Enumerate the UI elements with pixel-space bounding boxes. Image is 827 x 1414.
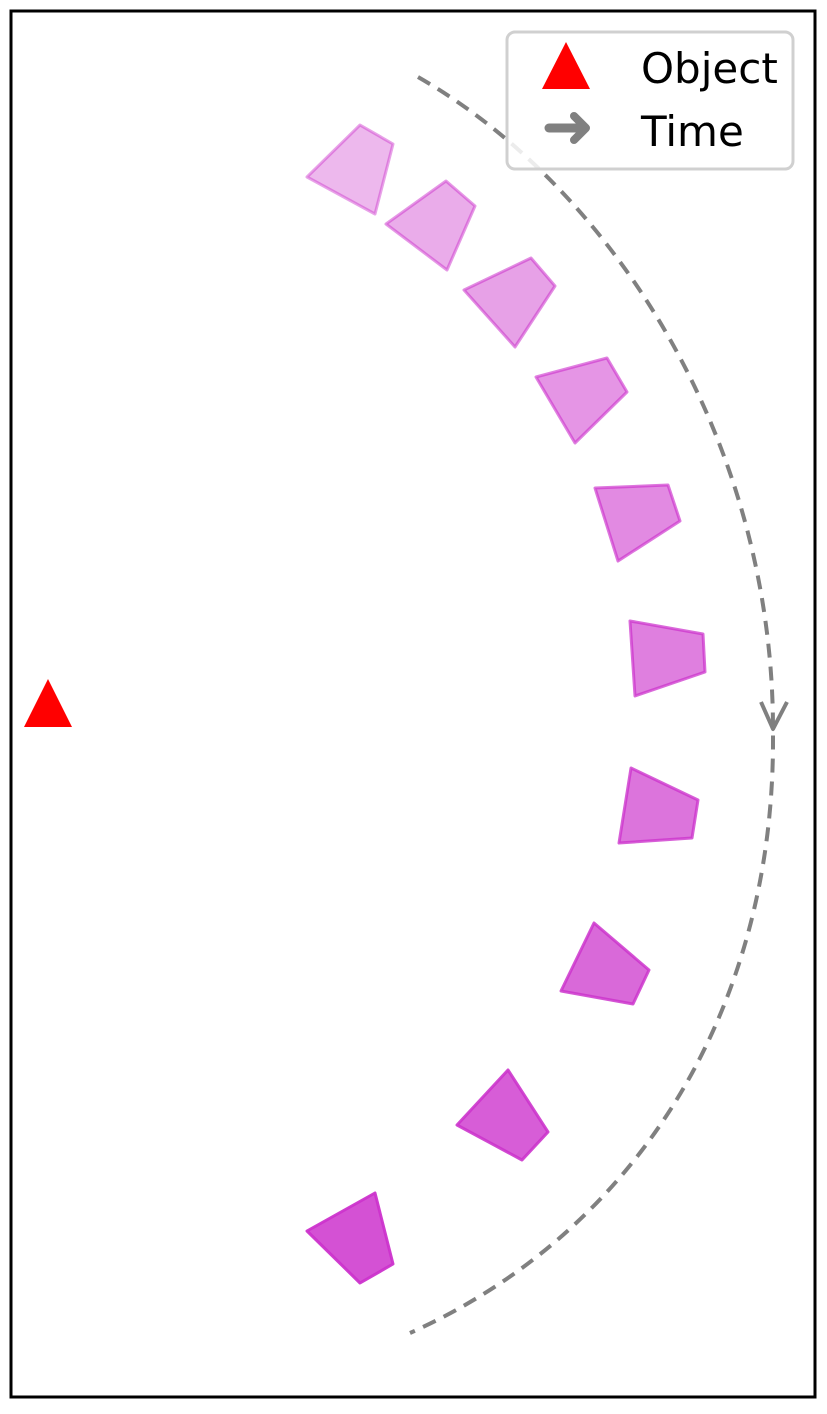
legend-label-time: Time [640, 107, 744, 156]
shape-instance-9 [455, 1068, 550, 1162]
plot-frame [9, 9, 817, 1399]
time-arrow-head [759, 701, 789, 731]
shape-instance-5 [593, 483, 682, 563]
shape-instance-8 [559, 921, 651, 1006]
shape-instance-7 [617, 766, 700, 845]
rotating-shapes-group [305, 123, 707, 1285]
shape-instance-1 [305, 123, 395, 216]
legend-label-object: Object [641, 44, 778, 93]
time-path-arc [409, 75, 776, 1335]
shape-instance-4 [534, 356, 629, 445]
object-triangle-marker [24, 679, 72, 727]
legend-time-arrow-icon [544, 112, 590, 144]
legend-object-triangle-icon [542, 42, 590, 89]
legend: Object Time [505, 30, 795, 171]
shape-instance-2 [384, 179, 477, 272]
shape-instance-6 [628, 619, 707, 698]
shape-instance-3 [462, 256, 557, 349]
shape-instance-10 [305, 1191, 395, 1285]
